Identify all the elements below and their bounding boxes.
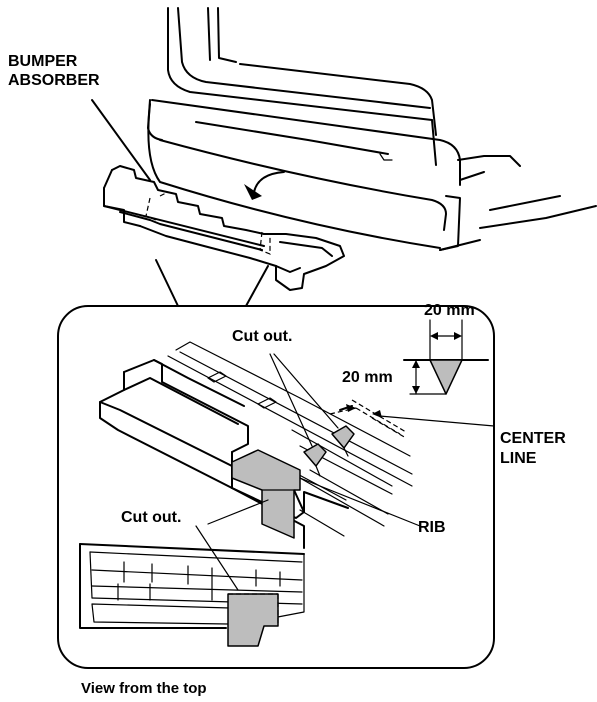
top-view-panel	[79, 543, 305, 629]
cut-region-upper	[231, 449, 301, 539]
vehicle-rear	[147, 7, 597, 251]
dimension-height-label: 20 mm	[342, 369, 393, 386]
cut-out-lower-label: Cut out.	[121, 509, 182, 526]
bumper-absorber-part	[103, 165, 345, 291]
center-line-label-line2: LINE	[500, 450, 537, 467]
leader-lines	[195, 353, 421, 591]
notch-pieces	[303, 425, 355, 477]
cut-out-upper-label: Cut out.	[232, 328, 293, 345]
rib-label: RIB	[418, 519, 446, 536]
dimension-triangle	[403, 319, 489, 395]
detail-absorber	[99, 341, 349, 549]
center-line-marks	[329, 399, 495, 439]
install-direction-arrow	[244, 171, 285, 200]
center-line-label-line1: CENTER	[500, 430, 566, 447]
callout-lines	[91, 99, 269, 307]
view-caption: View from the top	[81, 680, 207, 697]
bumper-absorber-label-line2: ABSORBER	[8, 72, 100, 89]
dimension-width-label: 20 mm	[424, 302, 475, 319]
bumper-absorber-label-line1: BUMPER	[8, 53, 78, 70]
